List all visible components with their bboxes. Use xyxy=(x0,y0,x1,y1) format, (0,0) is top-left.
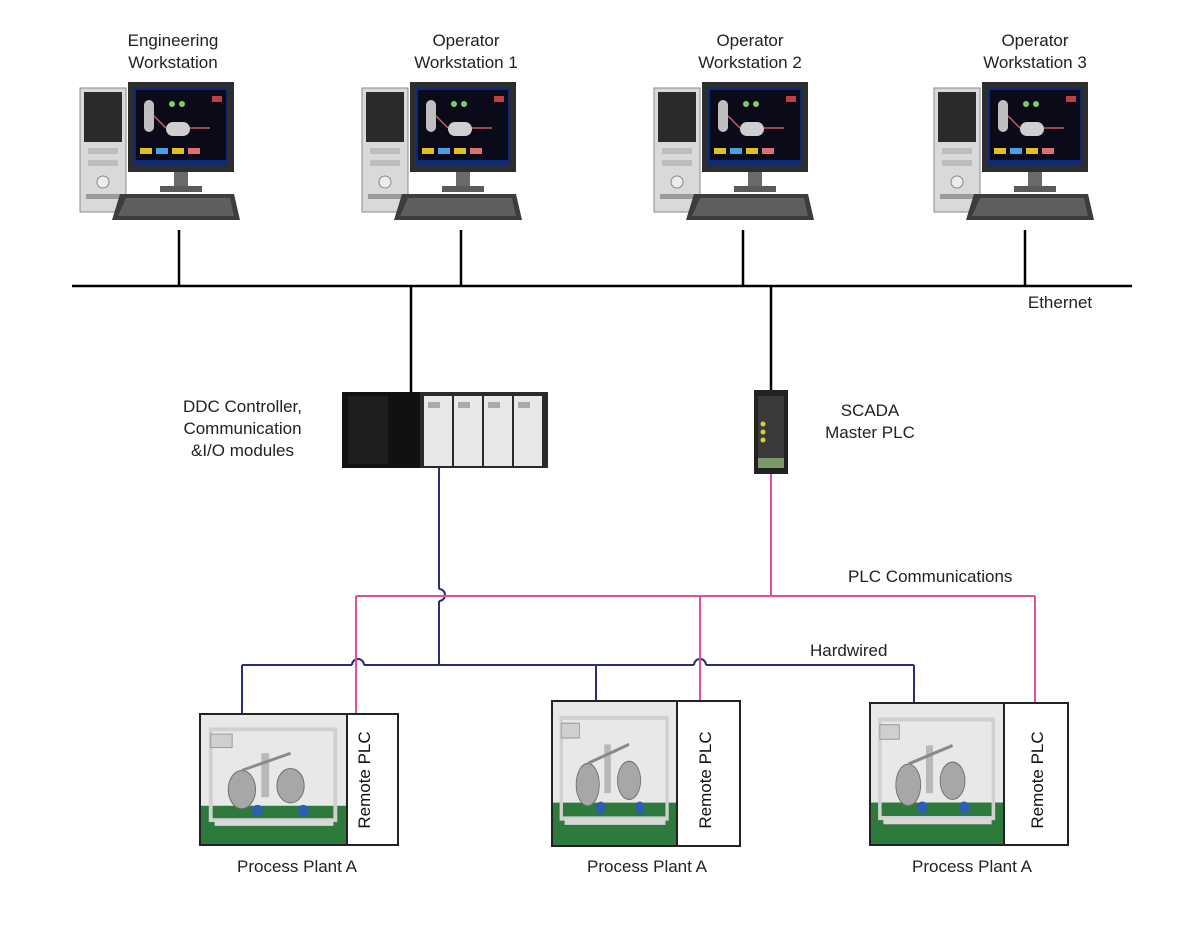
plc-communications-label: PLC Communications xyxy=(848,567,1013,586)
ddc-controller-label: DDC Controller, Communication &I/O modul… xyxy=(182,397,303,460)
plant-photo-3 xyxy=(871,704,1004,844)
workstation-label-engineering: Engineering Workstation xyxy=(127,31,219,72)
operator-workstation-1-computer xyxy=(361,81,523,221)
scada-master-plc-label: SCADA Master PLC xyxy=(825,401,915,442)
scada-master-plc-device xyxy=(754,390,788,474)
plant-photo-2 xyxy=(553,702,677,845)
remote-plc-1: Remote PLC xyxy=(355,731,374,828)
operator-workstation-2-computer xyxy=(653,81,815,221)
engineering-workstation-computer xyxy=(79,81,241,221)
remote-plc-2: Remote PLC xyxy=(696,731,715,828)
hardwired-label: Hardwired xyxy=(810,641,888,660)
plant-photo-1 xyxy=(201,715,347,844)
process-plant-3: Remote PLC xyxy=(869,702,1069,846)
ddc-controller-rack xyxy=(342,392,548,468)
operator-workstation-3-computer xyxy=(933,81,1095,221)
remote-plc-3: Remote PLC xyxy=(1028,731,1047,828)
ethernet-bus xyxy=(72,230,1132,395)
workstation-label-operator-2: Operator Workstation 2 xyxy=(698,31,802,72)
process-plant-2: Remote PLC xyxy=(551,700,741,847)
process-plant-label-2: Process Plant A xyxy=(586,857,707,876)
process-plant-1: Remote PLC xyxy=(199,713,399,846)
process-plant-label-3: Process Plant A xyxy=(911,857,1032,876)
hardwired-bus xyxy=(241,468,915,714)
ethernet-label: Ethernet xyxy=(1027,293,1093,312)
workstation-label-operator-3: Operator Workstation 3 xyxy=(983,31,1087,72)
process-plant-label-1: Process Plant A xyxy=(236,857,357,876)
plc-communications-bus xyxy=(355,474,1036,714)
workstation-label-operator-1: Operator Workstation 1 xyxy=(414,31,518,72)
